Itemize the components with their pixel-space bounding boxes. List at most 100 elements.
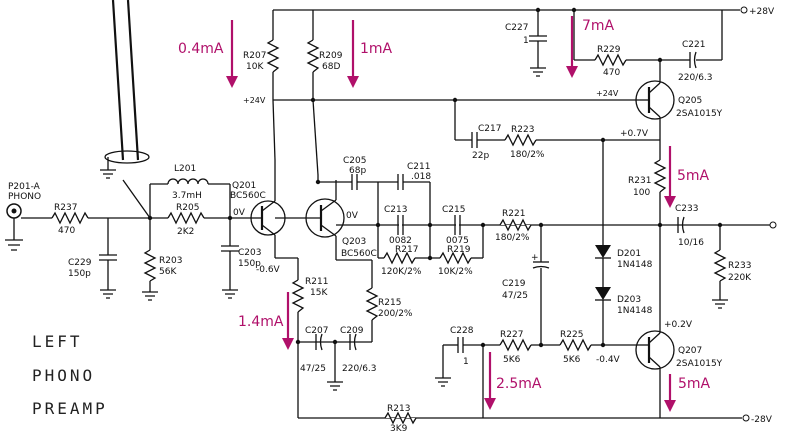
inductor-l201: L201 3.7mH [149,164,231,218]
resistor-r217: R217 120K/2% [378,245,440,277]
r215-val: 200/2% [378,309,413,319]
capacitor-c209: C209 220/6.3 [340,326,377,374]
current-label-7: 5mA [678,376,711,392]
resistor-r213: R213 3K9 [384,404,417,433]
schematic-title: LEFT PHONO PREAMP [32,332,108,418]
r207-val: 10K [246,62,264,72]
resistor-r225: R225 5K6 [559,330,640,365]
c207-val: 47/25 [300,364,326,374]
c207-ref: C207 [305,326,328,336]
r209-val: 68D [322,62,340,72]
current-arrow-5: 1.4mA [238,292,294,350]
current-label-5: 1.4mA [238,314,284,330]
phono-connector: P201-A PHONO [5,182,41,251]
c209-val: 220/6.3 [342,364,377,374]
r205-val: 2K2 [177,227,194,237]
connector-name: P201-A [8,182,41,192]
resistor-r229: R229 470 [574,45,680,78]
connector-sub: PHONO [8,192,41,202]
d201-val: 1N4148 [617,260,653,270]
voltage-neg06: -0.6V [256,265,281,275]
capacitor-c219: + C219 47/25 [502,225,550,345]
transistor-q205: Q205 2SA1015Y [635,60,723,160]
q207-val: 2SA1015Y [676,359,723,369]
r225-val: 5K6 [563,355,581,365]
c211-ref: C211 [407,162,430,172]
c229-ref: C229 [68,258,92,268]
shielded-cable [100,0,150,179]
q207-ref: Q207 [678,346,702,356]
terminal-pos28 [740,6,748,14]
title-line-3: PREAMP [32,399,108,418]
resistor-r237: R237 470 [51,203,89,236]
output-terminal [769,221,777,229]
r205-ref: R205 [176,203,199,213]
current-label-6: 2.5mA [496,376,542,392]
r221-ref: R221 [502,209,525,219]
r217-val: 120K/2% [381,267,422,277]
c209-ref: C209 [340,326,364,336]
r223-ref: R223 [511,125,534,135]
r221-val: 180/2% [495,233,530,243]
r227-ref: R227 [500,330,523,340]
current-label-4: 5mA [677,168,710,184]
resistor-r207: R207 10K [243,39,280,100]
r233-val: 220K [728,273,752,283]
c203-ref: C203 [238,248,261,258]
q205-ref: Q205 [678,96,702,106]
r237-val: 470 [58,226,75,236]
rail-pos28-label: +28V [749,7,775,17]
c228-val: 1 [463,357,469,367]
r233-ref: R233 [728,261,751,271]
c205-val: 68p [349,166,366,176]
r229-val: 470 [603,68,620,78]
q205-val: 2SA1015Y [676,109,723,119]
capacitor-c205: C205 68p [318,156,378,190]
current-label-2: 1mA [360,41,393,57]
r213-val: 3K9 [390,424,408,433]
capacitor-c203: C203 150p [221,218,261,299]
q201-val: BC560C [230,191,266,201]
c219-ref: C219 [502,279,526,289]
capacitor-c207: C207 47/25 [300,326,328,374]
resistor-r231: R231 100 [628,159,667,225]
r219-ref: R219 [447,245,471,255]
rail-pos24-right-label: +24V [596,89,619,98]
current-label-1: 0.4mA [178,41,224,57]
resistor-r233: R233 220K [712,225,752,309]
l201-val: 3.7mH [172,191,202,201]
voltage-q203: 0V [346,211,359,221]
title-line-1: LEFT [32,332,83,351]
resistor-r209: R209 68D [306,39,343,100]
title-line-2: PHONO [32,366,95,385]
r203-ref: R203 [159,256,182,266]
resistor-r219: R219 10K/2% [438,245,483,277]
r219-val: 10K/2% [438,267,473,277]
r203-val: 56K [159,267,177,277]
d201-ref: D201 [617,249,641,259]
c233-ref: C233 [675,204,698,214]
r217-ref: R217 [395,245,418,255]
rail-positive-24v: +24V +24V [243,89,640,105]
current-arrow-4: 5mA [664,146,710,208]
r211-val: 15K [310,288,328,298]
current-arrow-2: 1mA [347,20,393,88]
terminal-neg28 [742,414,750,422]
q201-ref: Q201 [232,181,256,191]
c203-val: 150p [238,259,261,269]
capacitor-c227: C227 1 [505,10,547,77]
l201-ref: L201 [174,164,196,174]
svg-text:+: + [531,253,539,263]
resistor-r205: R205 2K2 [150,203,250,237]
resistor-r227: R227 5K6 [499,330,560,365]
current-arrow-7: 5mA [664,374,711,412]
transistor-q203: Q203 BC560C [275,180,377,260]
c221-ref: C221 [682,40,705,50]
c205-ref: C205 [343,156,366,166]
c228-ref: C228 [450,326,474,336]
c215-ref: C215 [442,205,465,215]
voltage-pos02: +0.2V [664,320,693,330]
r229-ref: R229 [597,45,621,55]
capacitor-c229: C229 150p [68,254,117,299]
